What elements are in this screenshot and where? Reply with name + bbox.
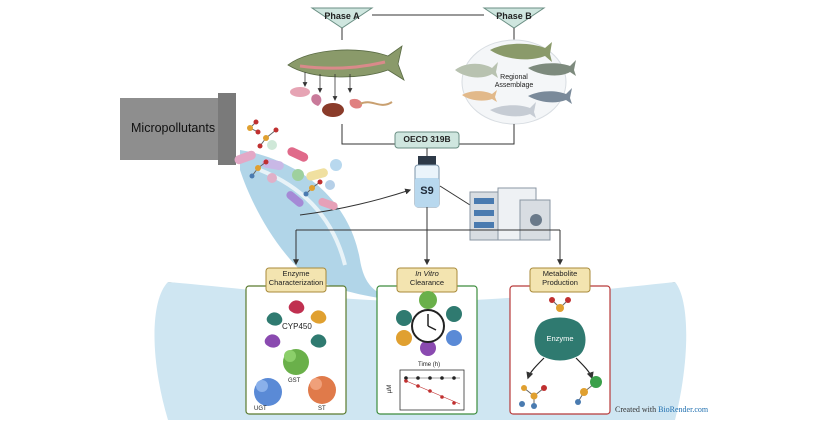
pipe-rim <box>218 93 236 165</box>
cyp450-label: CYP450 <box>282 322 312 331</box>
enzyme-title-line2: Characterization <box>268 277 324 287</box>
metabolite-panel-title-box <box>529 267 591 293</box>
pipe-outlet <box>120 98 220 160</box>
regional-label-line2: Assemblage <box>494 82 534 90</box>
biorender-credit[interactable]: Created with BioRender.com <box>615 405 708 414</box>
s9-vial <box>414 156 440 208</box>
substrate-molecule <box>549 297 571 312</box>
ugt-label: UGT <box>254 406 267 412</box>
phase-a-label: Phase A <box>324 11 360 21</box>
st-label: ST <box>318 406 326 412</box>
clearance-panel-title: In Vitro Clearance <box>397 269 457 287</box>
metabolite-arrows <box>526 357 594 380</box>
clock-icon <box>411 309 445 343</box>
enzyme-panel-title-box <box>265 267 327 293</box>
clearance-plot <box>399 369 465 411</box>
regional-label-line1: Regional <box>500 74 528 81</box>
regional-fish <box>455 42 576 118</box>
product-molecule-1 <box>519 385 547 409</box>
clearance-title-line1: In Vitro <box>415 269 439 278</box>
tissue-arrows <box>302 72 353 101</box>
concentration-axis-label: µM <box>387 384 394 394</box>
fish-tissues <box>290 87 393 117</box>
oecd-label: OECD 319B <box>403 134 451 144</box>
product-molecule-2 <box>575 376 602 405</box>
enzyme-label: Enzyme <box>546 334 574 343</box>
time-axis-label: Time (h) <box>418 362 441 368</box>
vial-label: S9 <box>420 185 434 197</box>
regional-assemblage-label: Regional Assemblage <box>494 74 534 90</box>
metabolite-panel-title: Metabolite Production <box>530 269 590 287</box>
phase-b-box <box>482 7 546 29</box>
credit-brand[interactable]: BioRender.com <box>658 405 709 414</box>
enzyme-blobs <box>254 300 336 406</box>
clearance-enzymes <box>396 291 462 356</box>
phase-a-box <box>310 7 374 29</box>
enzyme-title-line1: Enzyme <box>282 269 310 278</box>
metabolite-title-line1: Metabolite <box>542 269 578 278</box>
stream-to-s9-arrow <box>299 188 412 216</box>
credit-prefix: Created with <box>615 405 657 414</box>
trout <box>287 45 405 81</box>
lcms-instrument <box>469 187 551 241</box>
enzyme-panel-title: Enzyme Characterization <box>266 269 326 287</box>
micropollutant-molecules <box>247 119 323 197</box>
gst-label: GST <box>288 378 301 384</box>
source-label: Micropollutants <box>131 121 216 135</box>
phase-b-label: Phase B <box>496 11 532 21</box>
enzyme-shape <box>534 317 586 361</box>
branch-arrows <box>293 229 563 266</box>
clearance-title-line2: Clearance <box>409 277 445 287</box>
micropollutant-pills <box>234 140 342 211</box>
vial-to-lcms <box>439 185 471 206</box>
metabolite-title-line2: Production <box>542 277 578 287</box>
